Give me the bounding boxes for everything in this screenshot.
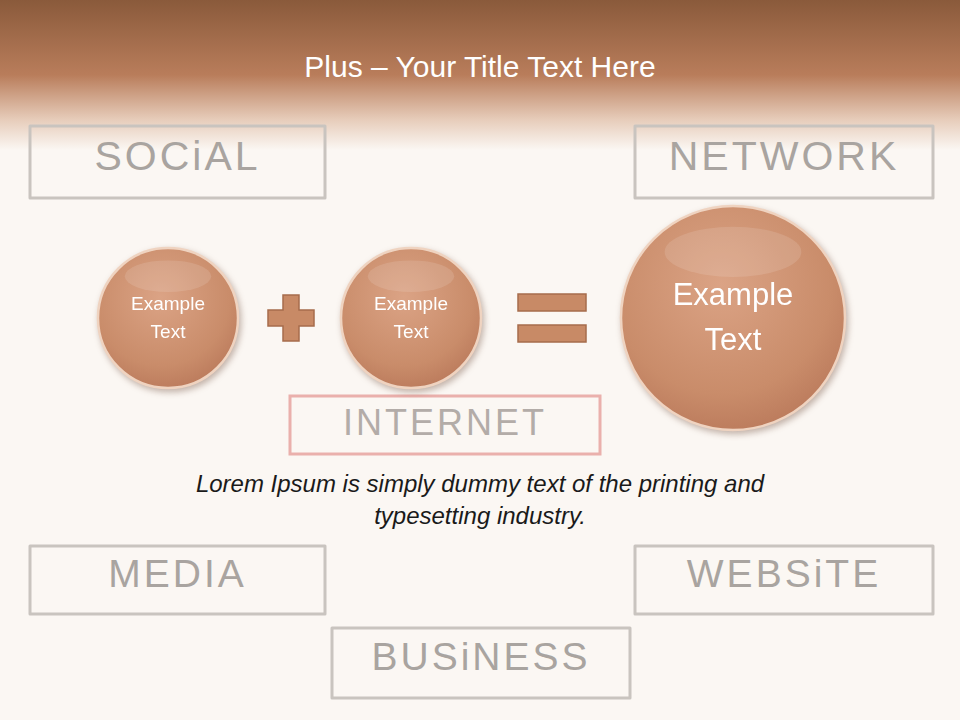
sketch-box [30,126,325,198]
sketch-word: SOCiAL [30,132,325,181]
sketch-word: MEDIA [30,551,325,598]
circle-node: Example Text [96,246,240,390]
body-text: Lorem Ipsum is simply dummy text of the … [170,468,790,533]
node-text: Example Text [114,290,222,345]
circle-outline [96,246,240,390]
sketch-box-highlighted [290,396,600,454]
node-text: Example Text [648,273,818,363]
sketch-box [635,126,933,198]
sketch-word: BUSiNESS [332,634,630,681]
sketch-word: NETWORK [635,132,933,181]
slide-title: Plus – Your Title Text Here [0,50,960,84]
circle-node: Example Text [619,204,847,432]
plus-symbol [268,295,314,341]
sketch-box [30,546,325,614]
sketch-box [332,628,630,698]
equals-symbol [518,294,586,342]
circle-outline [339,246,483,390]
node-text: Example Text [357,290,465,345]
sketch-word: WEBSiTE [635,551,933,598]
sketch-word: INTERNET [290,401,600,444]
circle-node: Example Text [339,246,483,390]
circle-outline [619,204,847,432]
sketch-box [635,546,933,614]
